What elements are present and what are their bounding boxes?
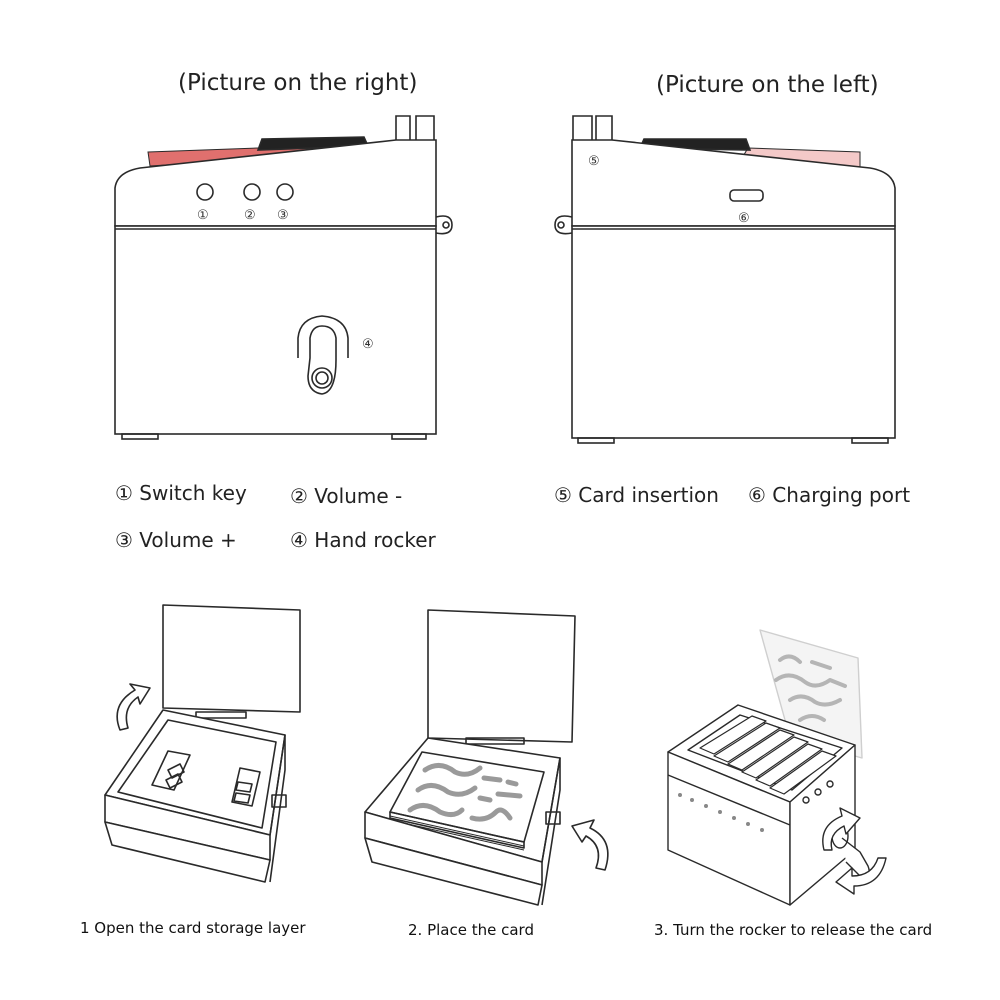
side-lug	[435, 215, 453, 235]
left-side-view	[554, 115, 896, 444]
legend-item-volume-plus: ③ Volume +	[115, 528, 237, 552]
card-tower	[395, 115, 435, 140]
step-3-illustration	[667, 629, 887, 906]
legend-marker: ④	[290, 528, 308, 552]
legend-item-switch-key: ① Switch key	[115, 481, 247, 505]
legend-marker: ⑥	[748, 483, 766, 507]
foot-left	[121, 433, 159, 440]
marker-4: ④	[362, 337, 374, 352]
turn-arrow	[571, 819, 609, 871]
foot-right	[851, 437, 889, 444]
right-side-view	[114, 115, 453, 440]
upper-body	[114, 139, 437, 227]
legend-marker: ③	[115, 528, 133, 552]
marker-1: ①	[197, 208, 209, 223]
step-2-caption: 2. Place the card	[408, 921, 534, 939]
released-card	[759, 629, 863, 759]
side-lug	[554, 215, 573, 235]
charging-port	[729, 189, 764, 202]
upper-body	[571, 139, 896, 227]
legend-label: Charging port	[772, 483, 911, 507]
right-view-title: (Picture on the right)	[178, 70, 418, 96]
legend-item-volume-minus: ② Volume -	[290, 484, 402, 508]
legend-label: Volume -	[314, 484, 403, 508]
volume-plus-button	[276, 183, 294, 201]
legend-label: Hand rocker	[314, 528, 436, 552]
foot-right	[391, 433, 427, 440]
volume-minus-button	[243, 183, 261, 201]
step-2-illustration	[364, 609, 609, 906]
marker-2: ②	[244, 208, 256, 223]
storage-slot	[231, 767, 261, 807]
hand-rocker-arm	[307, 325, 337, 395]
lift-arrow	[116, 683, 151, 731]
legend-marker: ①	[115, 481, 133, 505]
marker-5: ⑤	[588, 154, 600, 169]
legend-item-card-insertion: ⑤ Card insertion	[554, 483, 719, 507]
marker-3: ③	[277, 208, 289, 223]
switch-key-button	[196, 183, 214, 201]
legend-item-charging-port: ⑥ Charging port	[748, 483, 910, 507]
legend-marker: ②	[290, 484, 308, 508]
storage-slot	[151, 750, 191, 791]
card-tower	[572, 115, 613, 140]
open-lid	[427, 609, 576, 743]
legend-label: Volume +	[139, 528, 237, 552]
foot-left	[577, 437, 615, 444]
step-3-caption: 3. Turn the rocker to release the card	[654, 921, 933, 939]
lower-body	[114, 225, 437, 435]
left-view-title: (Picture on the left)	[656, 72, 879, 98]
rotate-arrow-top	[822, 807, 861, 851]
legend-label: Switch key	[139, 481, 247, 505]
open-lid	[162, 604, 301, 713]
legend-item-hand-rocker: ④ Hand rocker	[290, 528, 436, 552]
lower-body	[571, 225, 896, 439]
step-1-caption: 1 Open the card storage layer	[80, 919, 306, 937]
hand-rocker-plate	[297, 315, 349, 358]
marker-6: ⑥	[738, 211, 750, 226]
rotate-arrow-bottom	[835, 857, 887, 895]
legend-marker: ⑤	[554, 483, 572, 507]
hand-rocker-knob	[311, 367, 333, 389]
step-1-illustration	[104, 604, 301, 883]
legend-label: Card insertion	[578, 483, 719, 507]
